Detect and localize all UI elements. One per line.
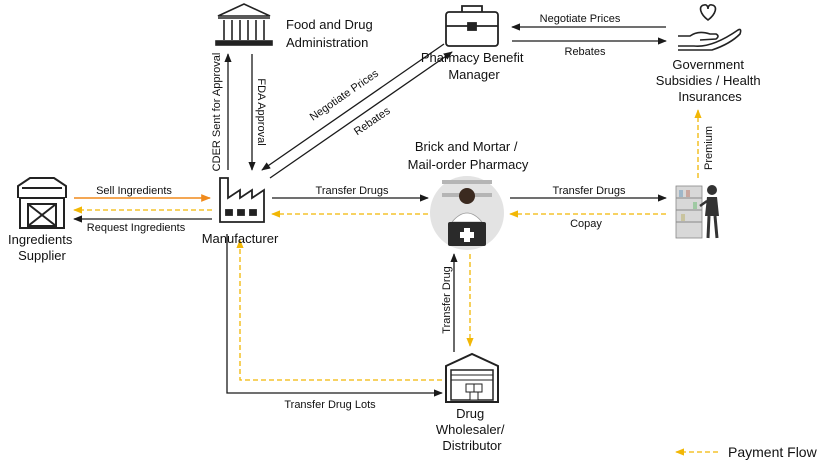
- transfer-drug-wp-label: Transfer Drug: [441, 266, 453, 333]
- fda-label: Food and Drug Administration: [286, 17, 376, 50]
- copay-label: Copay: [570, 218, 602, 230]
- transfer-drug-lots-label: Transfer Drug Lots: [284, 399, 376, 411]
- factory-icon: [219, 177, 265, 223]
- manufacturer-label: Manufacturer: [202, 231, 279, 246]
- briefcase-icon: [445, 5, 499, 47]
- negotiate-prices-diag-edge: [261, 43, 445, 171]
- pharmacy-label: Brick and Mortar / Mail-order Pharmacy: [408, 139, 529, 172]
- payment-wholesaler-to-manufacturer-edge: [236, 239, 442, 381]
- sell-ingredients-label: Sell Ingredients: [96, 185, 172, 197]
- barn-icon: [17, 177, 67, 229]
- legend-label: Payment Flow: [728, 444, 818, 460]
- fda-approval-label: FDA Approval: [255, 78, 267, 145]
- premium-label: Premium: [703, 126, 715, 170]
- rebates-diag-edge: [269, 51, 453, 179]
- cder-sent-label: CDER Sent for Approval: [211, 53, 223, 172]
- gov-label: Government Subsidies / Health Insurances: [656, 57, 764, 104]
- heart-in-hand-icon: [678, 4, 742, 51]
- warehouse-icon: [445, 352, 499, 403]
- supplier-label: Ingredients Supplier: [8, 232, 76, 263]
- shopper-at-shelf-icon: [675, 185, 719, 239]
- transfer-drugs-mp-label: Transfer Drugs: [316, 185, 389, 197]
- pharmacist-icon: [430, 176, 504, 250]
- wholesaler-label: Drug Wholesaler/ Distributor: [436, 406, 508, 453]
- negotiate-prices-top-label: Negotiate Prices: [540, 13, 621, 25]
- pbm-label: Pharmacy Benefit Manager: [421, 50, 527, 82]
- request-ingredients-label: Request Ingredients: [87, 222, 186, 234]
- rebates-diag-label: Rebates: [352, 105, 393, 138]
- rebates-top-label: Rebates: [565, 46, 606, 58]
- transfer-drug-lots-edge: [226, 234, 443, 397]
- transfer-drugs-pc-label: Transfer Drugs: [553, 185, 626, 197]
- government-building-icon: [215, 3, 273, 46]
